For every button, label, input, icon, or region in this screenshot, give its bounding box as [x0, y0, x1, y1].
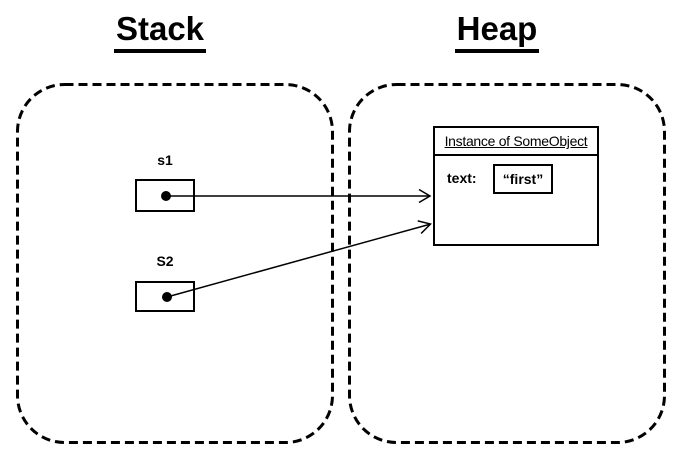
- stack-title: Stack: [40, 10, 280, 53]
- field-value-box: “first”: [493, 164, 553, 194]
- field-name-text: text:: [447, 170, 477, 186]
- variable-label-s2: S2: [156, 253, 174, 269]
- heap-region: [348, 83, 666, 444]
- variable-label-s1: s1: [157, 152, 173, 168]
- heap-object-box: Instance of SomeObject text: “first”: [433, 126, 599, 246]
- stack-title-text: Stack: [113, 10, 207, 53]
- heap-title-text: Heap: [454, 10, 540, 53]
- heap-title: Heap: [377, 10, 617, 53]
- variable-box-s2: [135, 281, 195, 312]
- heap-object-header: Instance of SomeObject: [435, 128, 597, 156]
- heap-object-body: text: “first”: [435, 156, 597, 246]
- heap-region-border: [348, 83, 666, 444]
- variable-box-s1: [135, 179, 195, 212]
